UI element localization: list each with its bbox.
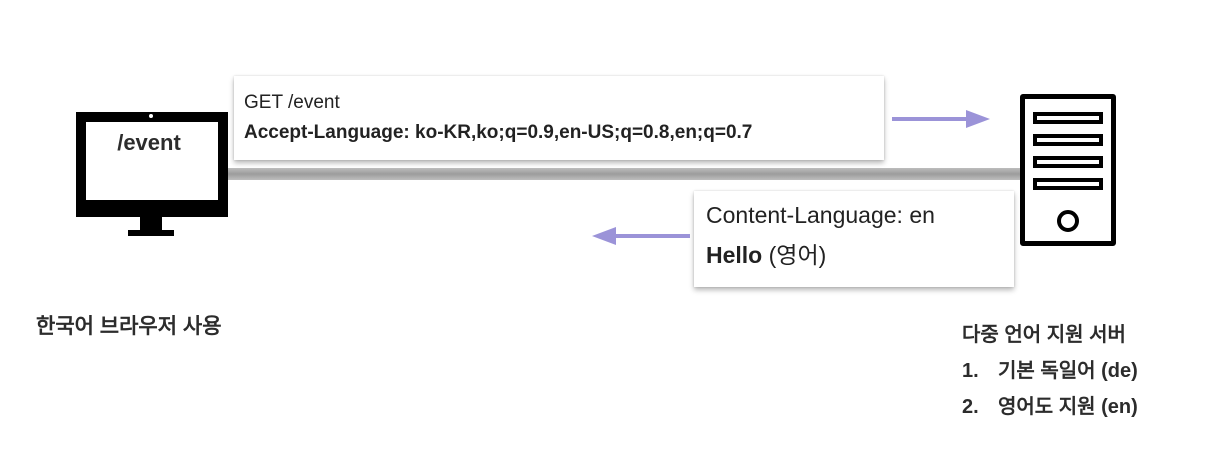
response-message-box xyxy=(694,191,1014,287)
server-slot xyxy=(1033,112,1103,124)
response-body-note: (영어) xyxy=(768,242,827,268)
request-line: GET /event xyxy=(244,92,340,113)
monitor-screen xyxy=(86,122,218,200)
monitor-base xyxy=(128,230,174,236)
monitor-url-text: /event xyxy=(117,130,181,155)
server-slot xyxy=(1033,134,1103,146)
client-caption: 한국어 브라우저 사용 xyxy=(36,315,222,338)
list-text: 영어도 지원 (en) xyxy=(998,396,1138,418)
server-slot xyxy=(1033,178,1103,190)
list-number: 2. xyxy=(962,396,979,418)
content-language-header: Content-Language: en xyxy=(706,202,935,228)
response-body: Hello (영어) xyxy=(706,236,826,270)
arrow-left-icon xyxy=(592,227,690,245)
server-power-button xyxy=(1057,210,1079,232)
server-caption: 다중 언어 지원 서버 xyxy=(962,324,1126,346)
server-feature-item: 1. 기본 독일어 (de) xyxy=(962,354,1138,383)
request-message-box xyxy=(234,76,884,160)
monitor-camera xyxy=(149,114,153,118)
response-body-text: Hello xyxy=(706,242,763,268)
server-feature-item: 2. 영어도 지원 (en) xyxy=(962,390,1138,419)
server-slot xyxy=(1033,156,1103,168)
list-text: 기본 독일어 (de) xyxy=(998,360,1138,382)
arrow-right-icon xyxy=(892,110,990,128)
list-number: 1. xyxy=(962,360,979,382)
connection-line xyxy=(226,168,1026,180)
accept-language-header: Accept-Language: ko-KR,ko;q=0.9,en-US;q=… xyxy=(244,122,753,143)
monitor-stand xyxy=(140,217,162,231)
